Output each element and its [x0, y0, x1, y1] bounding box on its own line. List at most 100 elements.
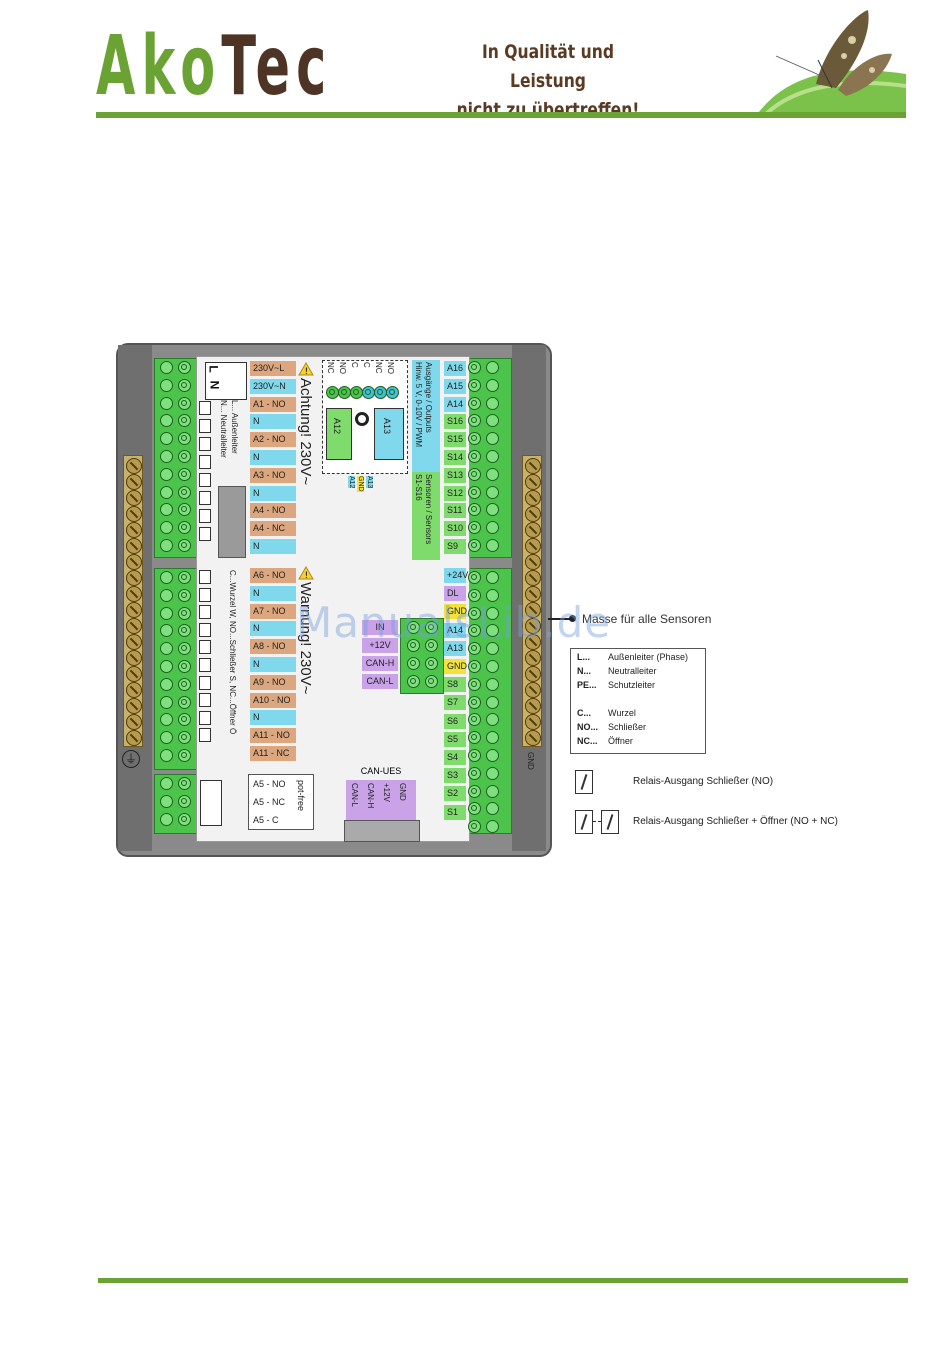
terminal-label: A8 - NO [250, 639, 296, 655]
terminal-icon [486, 677, 499, 691]
terminal-icon [486, 414, 499, 428]
outputs-title: Ausgänge / Outputs [424, 362, 433, 433]
watermark: ManualsLib.de [296, 598, 612, 647]
terminal-icon [178, 812, 191, 826]
terminal-label: N [250, 585, 296, 601]
terminal-label: N [250, 657, 296, 672]
right-mounting-strip [522, 455, 542, 747]
sensors-sub: S1-S16 [414, 474, 423, 501]
terminal-label: N [250, 485, 296, 501]
logo-part2: T [221, 19, 256, 114]
legend-text: Öffner [608, 736, 633, 746]
terminal-label: A9 - NO [250, 674, 296, 690]
warning-icon-2: ! [298, 566, 314, 581]
terminal-label: GND [444, 659, 467, 674]
logo-part1: Ako [96, 19, 222, 114]
mount-screw-icon [525, 490, 541, 506]
terminal-icon [468, 378, 481, 392]
terminal-label: N [250, 710, 296, 726]
terminal-label: S15 [444, 432, 466, 448]
terminal-label: S3 [444, 768, 466, 784]
terminal-icon [178, 677, 191, 691]
terminal-label: N [250, 450, 296, 465]
terminal-icon [468, 713, 481, 727]
terminal-icon [407, 675, 420, 688]
terminal-icon [160, 450, 173, 463]
mount-screw-icon [126, 666, 142, 682]
mount-screw-icon [525, 538, 541, 554]
mount-screw-icon [126, 650, 142, 666]
can-ues-title: CAN-UES [360, 766, 402, 776]
terminal-icon [486, 784, 499, 798]
connector-label: NO [386, 362, 395, 374]
terminal-label: A13 [444, 640, 466, 656]
slogan-line-2: nicht zu übertreffen! [456, 99, 640, 121]
terminal-label: S11 [444, 503, 466, 519]
terminal-icon [160, 660, 173, 673]
terminal-icon [160, 361, 173, 374]
can-label: CAN-L [362, 674, 398, 689]
terminal-icon [486, 713, 499, 727]
terminal-label: DL [444, 586, 466, 602]
terminal-label: N [250, 539, 296, 554]
butterfly-leaf-image [756, 10, 907, 116]
legend-box [570, 648, 706, 754]
mini-connector-label: A13 [366, 476, 373, 489]
terminal-icon [486, 378, 499, 392]
warning-icon-1: ! [298, 362, 314, 377]
terminal-icon [486, 432, 499, 446]
legend-pointer-line [548, 618, 574, 620]
can-ues-connector [344, 820, 420, 842]
relay-switch-icon [199, 728, 211, 743]
terminal-icon [486, 361, 499, 374]
legend-key: NC... [577, 736, 598, 746]
terminal-icon [178, 660, 191, 673]
terminal-label: S10 [444, 521, 466, 537]
terminal-label: S5 [444, 731, 466, 747]
terminal-icon [468, 588, 481, 602]
mount-screw-icon [126, 474, 142, 490]
terminal-label: 230V~N [250, 378, 296, 394]
terminal-icon [486, 766, 499, 780]
terminal-icon [468, 660, 481, 673]
terminal-icon [178, 503, 191, 517]
terminal-icon [178, 361, 191, 374]
mount-screw-icon [525, 714, 541, 730]
terminal-label: S1 [444, 804, 466, 820]
terminal-label: A14 [444, 622, 466, 638]
terminal-icon [178, 731, 191, 745]
terminal-icon [178, 396, 191, 410]
mount-screw-icon [126, 602, 142, 618]
outputs-strip [412, 360, 440, 472]
terminal-icon [486, 695, 499, 709]
relay-switch-icon [199, 401, 211, 415]
terminal-label: A16 [444, 361, 466, 376]
legend-key: N... [577, 666, 592, 676]
terminal-icon [160, 812, 173, 826]
terminal-icon [468, 749, 481, 762]
mount-screw-icon [126, 458, 142, 474]
terminal-label: S4 [444, 750, 466, 765]
terminal-icon [468, 677, 481, 691]
terminal-icon [407, 621, 420, 634]
mount-screw-icon [126, 490, 142, 506]
terminal-label: +24V [444, 568, 468, 583]
terminal-icon [160, 503, 173, 517]
terminal-label: A2 - NO [250, 432, 296, 448]
terminal-icon [160, 624, 173, 638]
terminal-icon [468, 731, 481, 745]
a13-label: A13 [382, 418, 392, 435]
can-ues-label: GND [398, 783, 407, 801]
can-label: IN [362, 620, 398, 635]
relay-switch-icon [199, 491, 211, 505]
mount-screw-icon [126, 586, 142, 602]
terminal-icon [160, 749, 173, 762]
terminal-icon [178, 450, 191, 463]
relay-no-label: Relais-Ausgang Schließer (NO) [633, 776, 774, 787]
terminal-icon [160, 432, 173, 446]
terminal-label: S6 [444, 713, 466, 729]
relay-switch-icon [199, 455, 211, 469]
mount-screw-icon [126, 570, 142, 586]
mini-connector-label: A12 [348, 476, 355, 489]
mount-screw-icon [126, 698, 142, 714]
